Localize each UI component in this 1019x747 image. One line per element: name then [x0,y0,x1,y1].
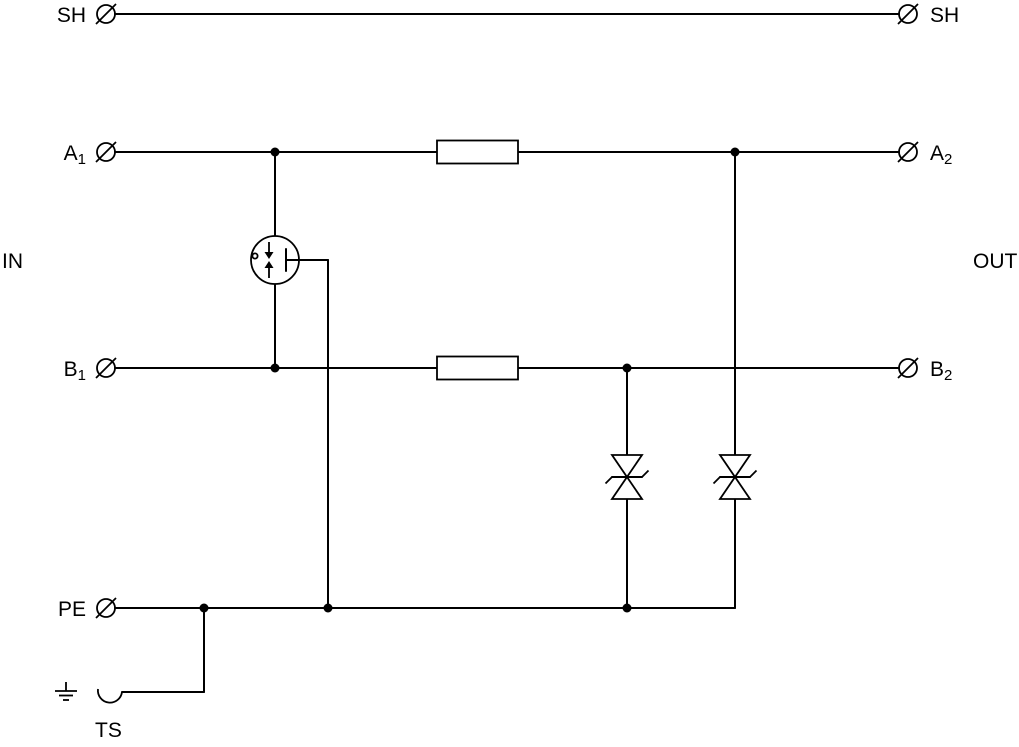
a1-label: A1 [64,142,86,168]
b2-label: B2 [930,358,952,384]
sh-right-label: SH [930,4,959,27]
sh-left-terminal [95,3,117,25]
labels: SH SH A1 A2 B1 B2 PE IN OUT TS [2,4,1018,742]
gas-discharge-tube-icon [250,235,300,285]
b1-terminal [95,357,117,379]
a1-terminal [95,141,117,163]
ts-label: TS [95,719,122,742]
pe-terminal [95,597,117,619]
a2-label: A2 [930,142,952,168]
out-label: OUT [973,250,1018,273]
suppressor-diode-a-icon [712,454,758,500]
junction-dots [199,147,740,613]
b1-label: B1 [64,358,86,384]
sh-right-terminal [897,3,919,25]
in-label: IN [2,250,23,273]
a2-terminal [897,141,919,163]
wires [114,13,900,693]
rail-terminal-hook-icon [97,688,123,704]
pe-label: PE [58,598,86,621]
sh-left-label: SH [57,4,86,27]
gdt-electrode-dot [251,252,259,260]
b2-terminal [897,357,919,379]
series-impedance-a-icon [436,139,519,165]
earth-ground-icon [55,682,77,701]
series-impedance-b-icon [436,355,519,381]
terminals [95,3,919,619]
suppressor-diode-b-icon [604,454,650,500]
